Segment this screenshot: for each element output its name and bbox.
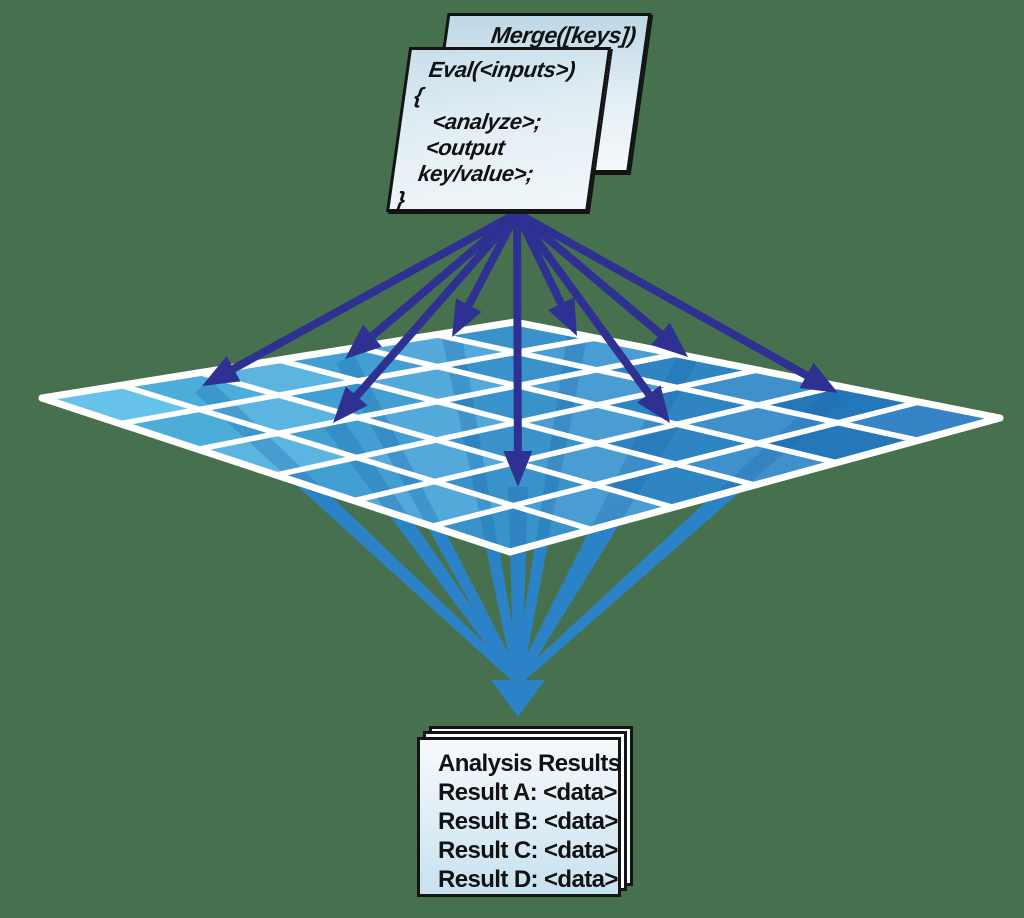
arrowhead-icon — [503, 450, 533, 487]
analysis-results-card: Analysis Results Result A: <data> Result… — [417, 737, 621, 897]
arrowhead-icon — [548, 297, 577, 336]
result-item: Result C: <data> — [438, 837, 618, 864]
eval-code-line: } — [395, 187, 407, 212]
arrowhead-icon — [345, 324, 382, 359]
scatter-arrow — [515, 209, 838, 393]
arrowhead-icon — [452, 298, 482, 337]
eval-code-line: { — [412, 83, 425, 108]
eval-code-line: Eval(<inputs>) — [427, 57, 577, 82]
arrowhead-icon — [651, 322, 688, 357]
arrowhead-icon — [799, 362, 838, 393]
scatter-arrow — [513, 210, 670, 423]
eval-code-line: key/value>; — [416, 161, 536, 186]
scatter-arrow — [202, 209, 519, 386]
scatter-arrows — [202, 209, 838, 487]
arrowhead-icon — [333, 386, 368, 423]
result-item: Result A: <data> — [438, 779, 618, 806]
scatter-arrow — [452, 211, 521, 337]
arrowhead-icon — [202, 355, 241, 386]
scatter-arrow — [503, 212, 533, 487]
grid-lines — [38, 318, 1004, 556]
eval-code-line: <output — [424, 135, 507, 160]
gather-arrowhead-icon — [491, 680, 545, 717]
eval-code-card: Eval(<inputs>) { <analyze>; <output key/… — [386, 47, 612, 212]
arrowhead-icon — [637, 385, 670, 423]
merge-label: Merge([keys]) — [489, 22, 638, 48]
scatter-arrow — [345, 209, 520, 359]
results-title: Analysis Results — [438, 750, 621, 777]
eval-code-line: <analyze>; — [430, 109, 543, 134]
scatter-arrow — [333, 210, 521, 423]
result-item: Result B: <data> — [438, 808, 618, 835]
scatter-arrow — [514, 209, 688, 357]
result-item: Result D: <data> — [438, 866, 618, 893]
